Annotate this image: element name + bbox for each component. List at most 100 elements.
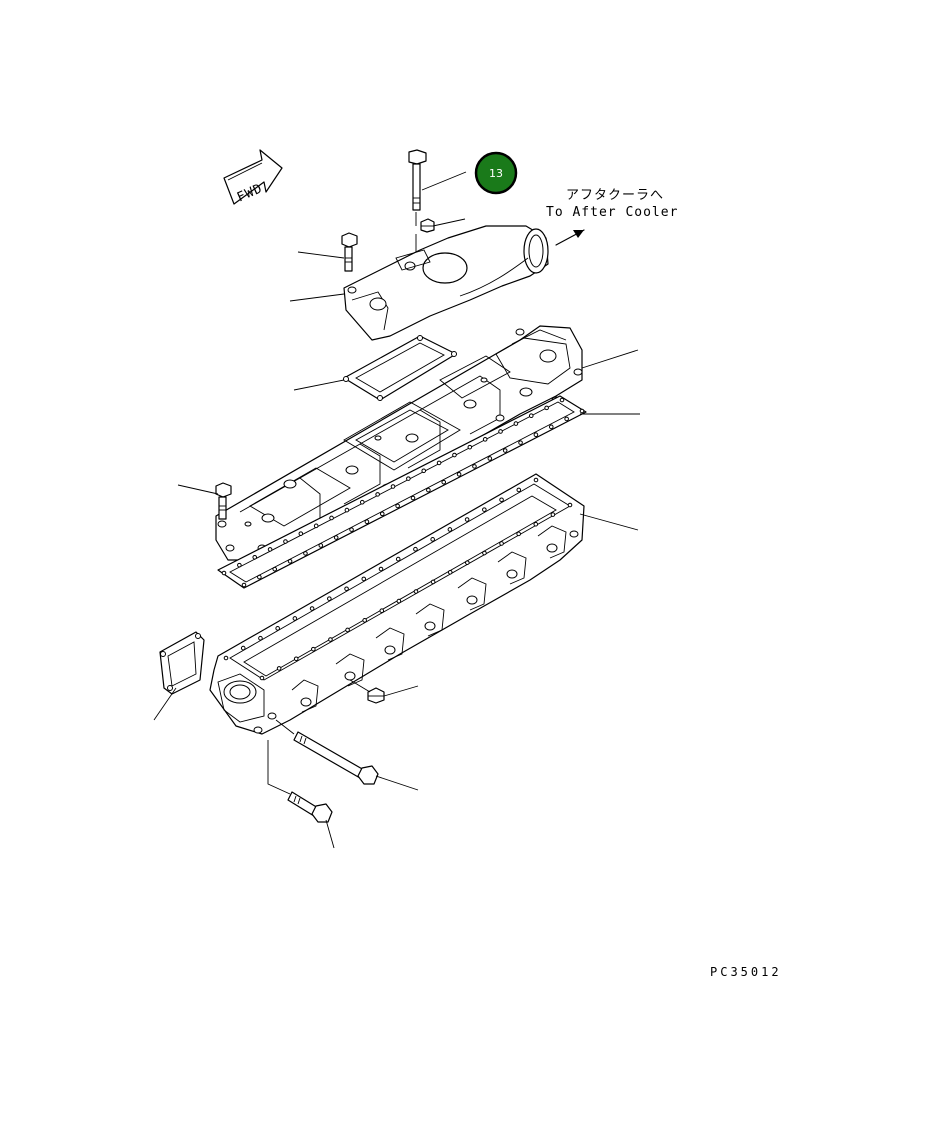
bolt-hole: [513, 421, 519, 426]
bolt-hole: [482, 437, 488, 442]
bolt-hole: [276, 666, 282, 671]
bolt-hole: [518, 440, 523, 445]
bolt-hole: [544, 405, 549, 411]
bolt-hole: [237, 562, 242, 568]
bolt-hole: [564, 416, 569, 422]
bolt-hole: [293, 656, 299, 662]
bolt-hole: [292, 616, 298, 621]
bolt-hole: [364, 519, 370, 525]
bolt-hole: [257, 574, 262, 580]
bolt-hole: [487, 456, 493, 461]
bolt-hole: [362, 618, 367, 623]
leader-line: [177, 484, 219, 495]
bolt-hole: [498, 429, 503, 434]
bolt-hole: [548, 424, 554, 430]
leader-line: [289, 293, 345, 302]
bolt-hole: [430, 537, 435, 542]
bolt-hole: [528, 413, 534, 419]
leader-line: [421, 171, 467, 191]
destination-arrow-icon: [555, 229, 585, 246]
bolt-hole: [502, 448, 508, 453]
bolt-hole: [559, 397, 565, 403]
bolt-hole: [298, 531, 304, 536]
bolt-hole: [533, 432, 539, 438]
bolt-hole: [349, 527, 354, 532]
flange-gasket: [159, 631, 205, 695]
leader-line: [325, 819, 335, 849]
bolt-hole: [395, 503, 400, 509]
bolt-hole: [516, 487, 522, 493]
bolt-hole: [410, 495, 416, 501]
manifold-gasket: [217, 395, 587, 589]
bolt-hole: [482, 550, 487, 556]
bolt-hole: [258, 635, 263, 641]
bolt-hole: [447, 527, 453, 532]
bolt-hole: [533, 477, 539, 483]
bolt-hole: [472, 464, 477, 469]
leader-line: [383, 685, 419, 697]
bolt-hole: [379, 511, 385, 517]
drain-plug: [367, 687, 385, 704]
bolt-hole: [329, 515, 334, 521]
bolt-hole: [499, 497, 504, 503]
side-bolt: [341, 232, 358, 272]
bolt-hole: [283, 539, 288, 544]
leader-line: [579, 513, 639, 531]
bolt-hole: [359, 499, 365, 505]
fwd-label: FWD: [235, 181, 265, 205]
bolt-hole: [272, 566, 278, 572]
bolt-hole: [482, 507, 487, 512]
bolt-hole: [311, 646, 316, 652]
bolt-hole: [395, 556, 401, 562]
bolt-hole: [267, 547, 273, 552]
bolt-hole: [467, 444, 473, 450]
manifold-body: [209, 473, 585, 735]
bolt-hole: [344, 586, 349, 592]
cover-gasket: [343, 335, 457, 401]
callout-number: 13: [489, 167, 503, 180]
leader-line: [293, 379, 345, 391]
leader-line: [432, 218, 466, 227]
bolt-hole: [413, 589, 419, 594]
drawing-code: PC35012: [710, 965, 782, 979]
destination-japanese: アフタクーラへ: [566, 188, 664, 203]
bolt-hole: [333, 535, 339, 540]
bolt-hole: [413, 546, 418, 552]
leader-line: [153, 687, 177, 721]
bolt-hole: [241, 582, 247, 588]
bolt-hole: [287, 558, 293, 564]
bolt-hole: [567, 502, 573, 508]
short-bolt: [267, 740, 333, 823]
bolt-hole: [303, 551, 308, 556]
bolt-hole: [464, 517, 470, 522]
bolt-hole: [456, 471, 462, 477]
bolt-hole: [436, 460, 442, 466]
leader-line: [375, 775, 419, 791]
bolt-hole: [259, 675, 265, 681]
long-bolt-top: [408, 149, 427, 252]
intake-connector: [343, 225, 549, 341]
bolt-hole: [361, 576, 367, 582]
fwd-arrow-icon: FWD: [223, 149, 283, 206]
bolt-hole: [390, 484, 396, 489]
bolt-hole: [379, 608, 385, 614]
bolt-hole: [318, 543, 324, 548]
bolt-hole: [499, 541, 504, 546]
bolt-hole: [344, 507, 350, 513]
bolt-hole: [579, 408, 585, 414]
bolt-hole: [550, 512, 556, 517]
bolt-hole: [327, 596, 332, 601]
bolt-hole: [375, 492, 380, 497]
leader-line: [581, 349, 639, 369]
bolt-hole: [447, 569, 453, 575]
long-bolt-diagonal: [275, 719, 379, 785]
small-plug: [420, 218, 435, 233]
bolt-hole: [313, 523, 319, 529]
bolt-hole: [452, 452, 457, 458]
bolt-hole: [430, 579, 436, 585]
callout-badge[interactable]: 13: [474, 151, 518, 195]
bolt-hole: [221, 570, 227, 576]
bolt-hole: [252, 554, 258, 560]
leader-line: [297, 251, 345, 259]
